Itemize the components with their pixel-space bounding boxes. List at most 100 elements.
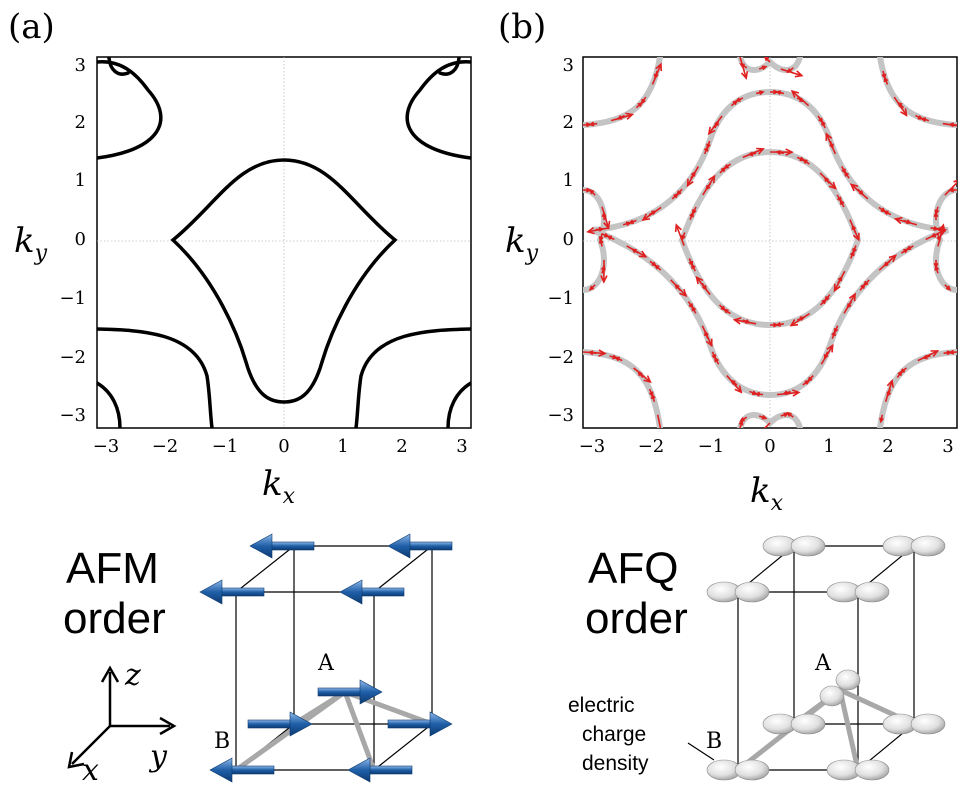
panel-a-ytick: 3 — [75, 55, 86, 76]
spin-arrowhead — [917, 115, 924, 120]
spin-arrowhead — [628, 219, 634, 225]
panel-a-yticks: 3 2 1 0 −1 −2 −3 — [59, 55, 86, 426]
spin-arrow — [937, 224, 945, 247]
spin-arrowhead — [893, 216, 903, 225]
fs-a-topleft-tip — [107, 57, 130, 76]
spin-arrowhead — [761, 65, 768, 71]
spin-arrowhead — [849, 183, 859, 192]
spin-arrowhead — [849, 250, 855, 257]
spin-arrowhead — [786, 411, 792, 417]
spin-arrowhead — [739, 417, 745, 422]
spin-texture-b — [583, 57, 957, 428]
spin-arrow — [626, 245, 647, 258]
charge-lobe-back — [835, 669, 861, 691]
charge-lobe-right — [790, 535, 826, 557]
panel-b-ytick: −3 — [547, 405, 574, 426]
panel-b-xtick: −1 — [698, 436, 725, 457]
spin-arrowhead — [686, 178, 694, 188]
spin-arrowhead — [775, 90, 782, 95]
spin-arrowhead — [837, 275, 843, 282]
spin-arrowhead — [739, 63, 745, 68]
spin-arrowhead — [848, 292, 856, 302]
spin-arrowhead — [707, 126, 716, 136]
spin-arrowhead — [588, 121, 595, 127]
spin-arrowhead — [828, 181, 837, 190]
afm-bond — [342, 689, 377, 773]
charge-lobe — [762, 713, 826, 735]
spin-arrow — [601, 206, 610, 229]
charge-lobe — [819, 669, 861, 707]
spin-arrowhead — [758, 90, 765, 96]
panel-b-ylabel: ky — [505, 221, 539, 266]
spin-arrow — [587, 227, 610, 233]
spin-arrowhead — [823, 176, 829, 182]
spin-arrowhead — [839, 199, 845, 205]
spin-arrow — [670, 279, 687, 297]
spin-arrow — [763, 422, 771, 428]
fs-a-topright-tip — [438, 57, 461, 76]
charge-lobe-right — [910, 713, 946, 735]
panel-a-xtick: −2 — [152, 436, 179, 457]
spin-arrowhead — [740, 71, 749, 80]
blue-spin-arrow-head — [339, 579, 363, 605]
spin-arrowhead — [653, 73, 659, 80]
blue-spin-arrow-head — [209, 757, 233, 783]
spin-arrowhead — [586, 226, 595, 235]
fs-a-bottomleft — [97, 327, 214, 428]
fs-a-topright — [405, 60, 471, 160]
spin-arrow — [895, 218, 918, 226]
blue-spin-arrow — [199, 579, 265, 605]
spin-arrowhead — [860, 283, 866, 290]
afm-section: AFM order z y x A B — [63, 533, 453, 788]
spin-arrowhead — [688, 260, 694, 267]
band-b-bottom-lobe — [737, 412, 803, 428]
spin-arrow — [878, 254, 897, 271]
charge-lobe-right — [854, 581, 890, 603]
spin-arrow — [701, 325, 713, 346]
spin-arrowhead — [747, 151, 754, 157]
spin-arrowhead — [888, 254, 898, 263]
charge-lobe — [882, 713, 946, 735]
fs-a-center-pocket — [170, 158, 398, 404]
panel-a-xtick: −1 — [212, 436, 239, 457]
spin-arrowhead — [953, 179, 957, 183]
spin-arrow — [893, 96, 908, 116]
blue-spin-arrow — [247, 711, 313, 737]
spin-arrowhead — [938, 229, 948, 236]
spin-arrowhead — [638, 250, 648, 258]
spin-arrowhead — [785, 148, 794, 156]
spin-arrowhead — [688, 303, 694, 309]
spin-arrowhead — [732, 317, 742, 325]
spin-arrowhead — [751, 390, 758, 396]
charge-lobe — [826, 759, 890, 781]
spin-arrowhead — [705, 184, 711, 191]
spin-arrowhead — [589, 188, 595, 195]
spin-arrow — [739, 57, 747, 79]
band-b-corner-bl — [583, 349, 663, 428]
spin-arrowhead — [933, 211, 939, 218]
spin-arrowhead — [934, 264, 940, 271]
blue-spin-arrow — [317, 679, 383, 705]
spin-arrowhead — [756, 147, 765, 155]
panel-b-xtick: 1 — [823, 436, 834, 457]
spin-arrow — [686, 166, 700, 187]
panel-b-ytick: 3 — [563, 55, 574, 76]
spin-arrowhead — [706, 143, 711, 150]
blue-spin-arrow-shaft — [217, 587, 265, 597]
spin-arrowhead — [702, 285, 707, 291]
spin-arrowhead — [789, 319, 799, 327]
spin-arrowhead — [616, 115, 623, 120]
spin-arrowhead — [651, 261, 658, 267]
spin-arrow — [780, 68, 803, 77]
fs-a-bottomleft-corner — [97, 381, 122, 428]
panel-b-ytick: −1 — [547, 288, 574, 309]
panel-b-xticks: −3 −2 −1 0 1 2 3 — [579, 436, 954, 457]
blue-spin-arrow-head — [359, 679, 383, 705]
spin-arrowhead — [897, 370, 903, 377]
blue-spin-arrow-shaft — [317, 687, 365, 697]
afm-lattice — [234, 545, 434, 771]
afq-site-a-label: A — [814, 651, 832, 676]
spin-arrow — [675, 224, 685, 246]
blue-spin-arrow-head — [347, 757, 371, 783]
spin-arrow — [708, 115, 723, 135]
